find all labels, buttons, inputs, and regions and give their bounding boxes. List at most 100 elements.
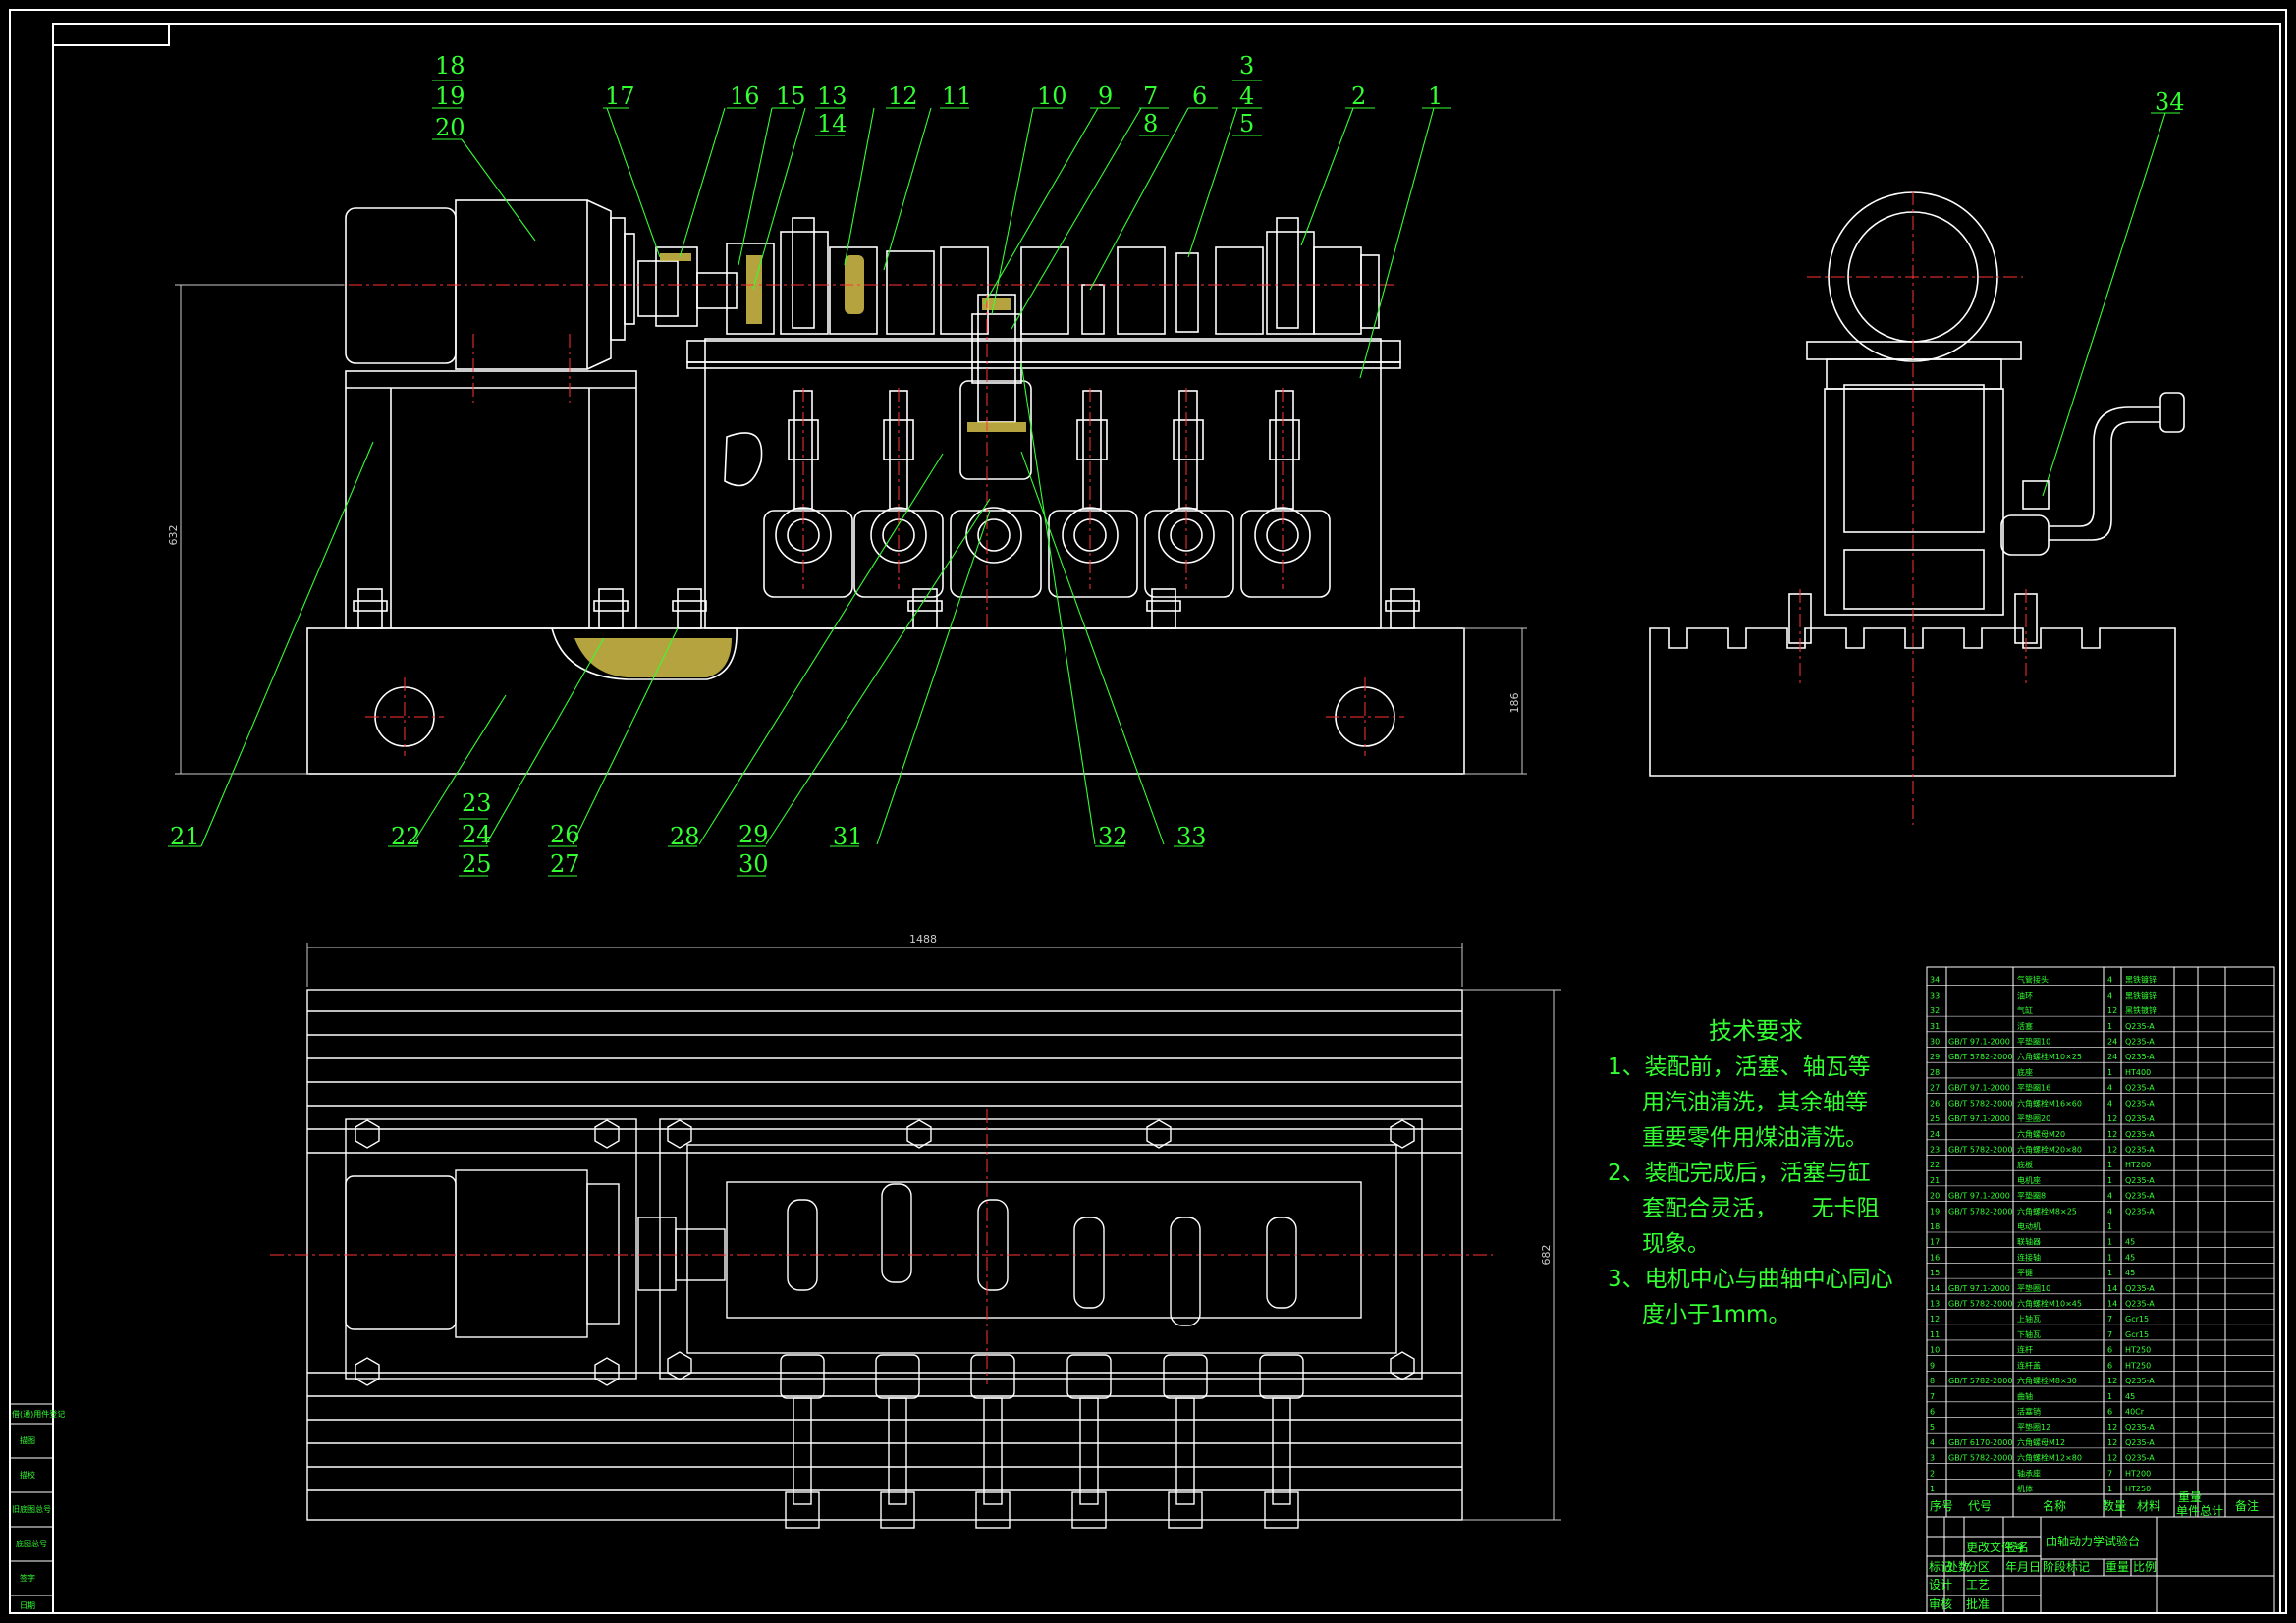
bom-cell-material: HT200 <box>2125 1161 2151 1169</box>
bom-cell-name: 上轴瓦 <box>2017 1314 2041 1324</box>
bom-cell-name: 连杆盖 <box>2017 1360 2041 1370</box>
bom-cell-material: Gcr15 <box>2125 1315 2149 1324</box>
bom-header-code: 代号 <box>1968 1499 1992 1513</box>
tech-req-line-8: 度小于1mm。 <box>1642 1302 1790 1327</box>
bom-cell-name: 联轴器 <box>2017 1237 2041 1247</box>
bom-cell-qty: 1 <box>2107 1022 2112 1031</box>
bom-cell-qty: 24 <box>2107 1053 2117 1061</box>
bom-cell-no: 14 <box>1930 1284 1940 1293</box>
bom-cell-no: 23 <box>1930 1145 1940 1154</box>
bom-cell-material: Q235-A <box>2125 1022 2155 1031</box>
bom-cell-name: 六角螺母M20 <box>2017 1129 2065 1139</box>
front-centerlines <box>324 284 1404 756</box>
bom-cell-no: 1 <box>1930 1485 1935 1493</box>
bom-cell-name: 平键 <box>2017 1268 2033 1277</box>
bom-cell-name: 六角螺栓M12×80 <box>2017 1453 2082 1463</box>
bom-cell-no: 6 <box>1930 1407 1935 1416</box>
balloon-12: 12 <box>888 82 918 110</box>
balloon-16: 16 <box>730 82 760 110</box>
bom-cell-code: GB/T 5782-2000 <box>1948 1377 2012 1385</box>
bom-cell-name: 连杆 <box>2017 1345 2033 1355</box>
bom-cell-no: 34 <box>1930 976 1940 985</box>
bom-cell-qty: 24 <box>2107 1038 2117 1047</box>
bom-cell-no: 20 <box>1930 1192 1940 1201</box>
bom-cell-qty: 12 <box>2107 1006 2117 1015</box>
bom-cell-material: 黑铁镀锌 <box>2125 990 2157 1000</box>
balloon-6: 6 <box>1192 82 1207 110</box>
balloon-1: 1 <box>1428 82 1443 110</box>
margin-label-2: 描图 <box>20 1435 35 1445</box>
bom-cell-name: 活塞 <box>2017 1021 2033 1031</box>
bom-cell-no: 29 <box>1930 1053 1940 1061</box>
balloon-20: 20 <box>435 114 465 141</box>
balloon-9: 9 <box>1098 82 1113 110</box>
crank-throws <box>787 1183 1297 1326</box>
front-leaders <box>168 80 2180 877</box>
front-view <box>306 199 1465 775</box>
side-centerlines <box>1799 191 2027 825</box>
bom-cell-qty: 1 <box>2107 1068 2112 1077</box>
bom-cell-no: 19 <box>1930 1207 1940 1216</box>
balloon-34: 34 <box>2155 88 2185 116</box>
margin-label-1: 借(通)用件登记 <box>12 1409 65 1419</box>
bom-cell-name: 油环 <box>2017 990 2033 1000</box>
bom-cell-material: Q235-A <box>2125 1099 2155 1108</box>
bom-header-no: 序号 <box>1930 1498 1953 1513</box>
bom-cell-qty: 12 <box>2107 1377 2117 1385</box>
bom-cell-qty: 14 <box>2107 1300 2117 1309</box>
bom-cell-qty: 7 <box>2107 1315 2112 1324</box>
bom-cell-no: 21 <box>1930 1176 1940 1185</box>
bom-cell-material: Q235-A <box>2125 1423 2155 1432</box>
margin-label-3: 描校 <box>20 1470 35 1480</box>
bom-cell-name: 六角螺栓M10×25 <box>2017 1052 2082 1061</box>
tb-label-change: 更改文件号 <box>1966 1540 2025 1554</box>
bom-cell-no: 12 <box>1930 1315 1940 1324</box>
bom-cell-no: 32 <box>1930 1006 1940 1015</box>
bom-cell-material: HT250 <box>2125 1361 2151 1370</box>
tech-req-line-1: 1、装配前，活塞、轴瓦等 <box>1608 1055 1871 1080</box>
bom-cell-no: 17 <box>1930 1238 1940 1247</box>
dim-width: 1488 <box>909 933 937 946</box>
tb-label-approve: 批准 <box>1966 1596 1990 1611</box>
bom-cell-qty: 1 <box>2107 1176 2112 1185</box>
bom-cell-name: 六角螺栓M10×45 <box>2017 1299 2082 1309</box>
bom-cell-material: Q235-A <box>2125 1114 2155 1123</box>
front-dimensions <box>175 284 1527 775</box>
side-view <box>1649 191 2185 777</box>
tb-label-weight: 重量 <box>2105 1560 2129 1574</box>
margin-label-7: 日期 <box>20 1601 35 1610</box>
bom-cell-material: Q235-A <box>2125 1176 2155 1185</box>
bom-cell-name: 底板 <box>2017 1160 2033 1169</box>
bom-cell-qty: 1 <box>2107 1485 2112 1493</box>
tb-label-marker: 标记 <box>1929 1560 1952 1574</box>
bom-header-total: 总计 <box>2200 1504 2223 1518</box>
bom-cell-code: GB/T 97.1-2000 <box>1948 1114 2010 1123</box>
bom-cell-no: 11 <box>1930 1330 1940 1339</box>
bom-cell-qty: 4 <box>2107 1084 2112 1093</box>
bom-cell-material: HT250 <box>2125 1485 2151 1493</box>
motor <box>345 207 457 364</box>
bom-cell-material: HT250 <box>2125 1346 2151 1355</box>
margin-label-4: 旧底图总号 <box>12 1504 51 1514</box>
bom-cell-material: 45 <box>2125 1392 2135 1401</box>
bom-header-remark: 备注 <box>2235 1498 2259 1513</box>
bom-cell-code: GB/T 97.1-2000 <box>1948 1284 2010 1293</box>
bom-cell-material: Q235-A <box>2125 1284 2155 1293</box>
bom-cell-name: 六角螺栓M8×25 <box>2017 1206 2077 1216</box>
balloon-10: 10 <box>1037 82 1067 110</box>
balloon-14: 14 <box>817 110 847 137</box>
bom-cell-code: GB/T 5782-2000 <box>1948 1454 2012 1463</box>
bom-cell-name: 下轴瓦 <box>2017 1329 2041 1339</box>
tech-req-line-6: 现象。 <box>1642 1231 1710 1257</box>
bom-cell-material: Q235-A <box>2125 1038 2155 1047</box>
bom-cell-qty: 12 <box>2107 1145 2117 1154</box>
t-slots <box>307 1010 1462 1491</box>
title-block: 曲轴动力学试验台 标记 处数 分区 更改文件号 签名 年月日 设计 审核 工艺 … <box>1926 1516 2275 1614</box>
base-plate <box>306 627 1465 775</box>
tb-label-review: 审核 <box>1929 1596 1952 1611</box>
balloon-21: 21 <box>170 823 200 850</box>
drawing-frame <box>9 9 2287 1614</box>
bom-cell-material: 45 <box>2125 1269 2135 1277</box>
bom-cell-material: 黑铁镀锌 <box>2125 1005 2157 1015</box>
